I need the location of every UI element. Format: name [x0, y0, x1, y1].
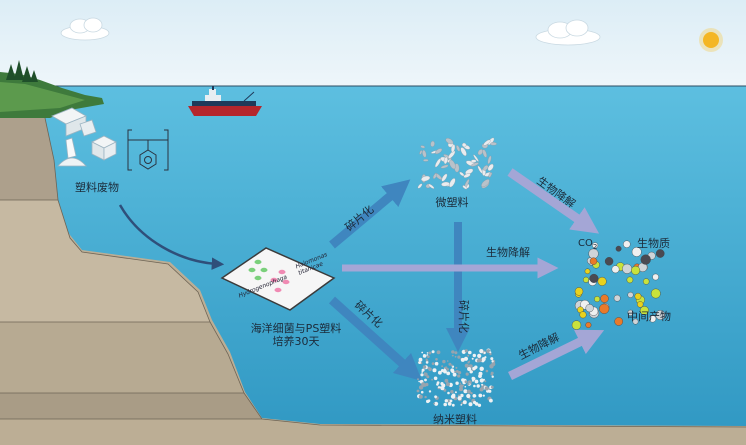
label-plastic-waste: 塑料废物: [75, 181, 119, 194]
rock-layer-base: [0, 393, 262, 419]
sky: [0, 0, 746, 86]
rock-layer-lower: [0, 200, 210, 322]
ship-icon: [188, 86, 262, 116]
rock-layer-bottom: [0, 322, 244, 393]
plastic-waste-icon: [51, 107, 117, 167]
pine-trees-icon: [6, 60, 38, 82]
label-co2: CO2: [578, 238, 598, 251]
label-intermediate: 中间产物: [627, 310, 671, 323]
cloud-right-icon: [535, 19, 601, 46]
microplastic-cluster-icon: [417, 137, 497, 190]
polystyrene-structure-icon: [127, 129, 169, 171]
label-biodeg-middle: 生物降解: [486, 246, 530, 259]
label-nanoplastic: 纳米塑料: [433, 413, 477, 426]
nanoplastic-cluster-icon: [416, 348, 496, 407]
label-fragment-vertical: 碎片化: [457, 300, 470, 333]
biodeg-arrow-upper: [507, 168, 600, 234]
culture-plate-icon: [220, 247, 336, 311]
strata-lines: [0, 117, 746, 428]
cloud-left-icon: [60, 17, 110, 41]
label-culture: 海洋细菌与PS塑料 培养30天: [250, 322, 342, 348]
fragment-arrow-upper: [329, 179, 411, 249]
biodeg-arrow-lower: [508, 329, 605, 381]
sun-icon: [699, 28, 723, 52]
label-biomass: 生物质: [637, 237, 670, 250]
fragment-arrow-lower: [328, 296, 423, 382]
rock-layer-upper: [0, 118, 58, 200]
flow-arrow-curved: [118, 204, 225, 270]
label-microplastic: 微塑料: [435, 196, 469, 209]
degradation-products-molecules-icon: [571, 240, 666, 330]
